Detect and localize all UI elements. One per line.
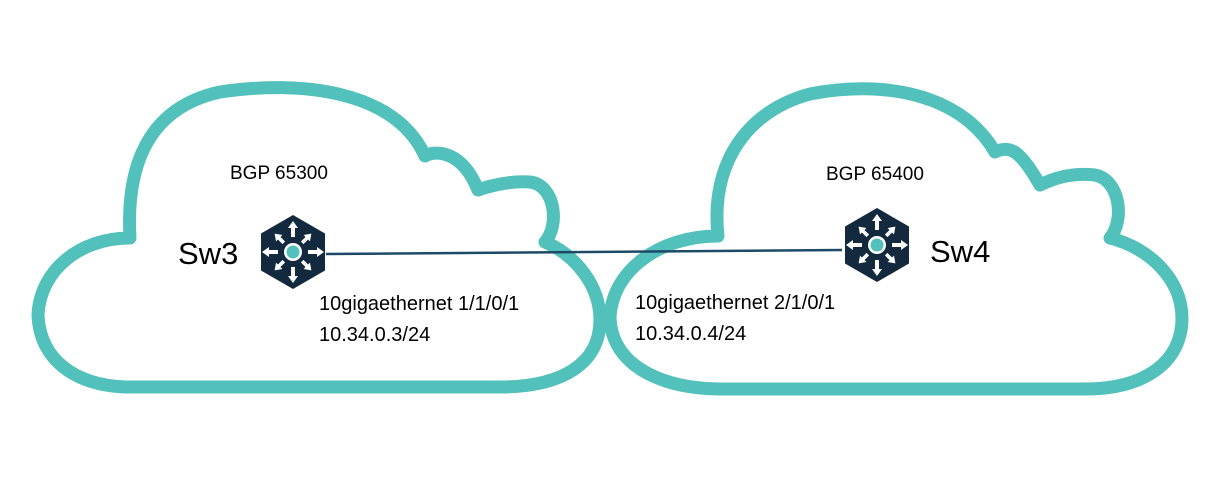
sw3-label: Sw3	[178, 236, 238, 271]
sw4-ip-label: 10.34.0.4/24	[635, 323, 746, 345]
right-asn-label: BGP 65400	[826, 164, 924, 185]
sw3-interface-label: 10gigaethernet 1/1/0/1	[319, 293, 519, 315]
left-asn-label: BGP 65300	[230, 163, 328, 184]
sw3-ip-label: 10.34.0.3/24	[319, 324, 430, 346]
bgp-peering-link	[325, 248, 843, 256]
sw4-interface-label: 10gigaethernet 2/1/0/1	[635, 292, 835, 314]
sw4-label: Sw4	[930, 234, 990, 269]
